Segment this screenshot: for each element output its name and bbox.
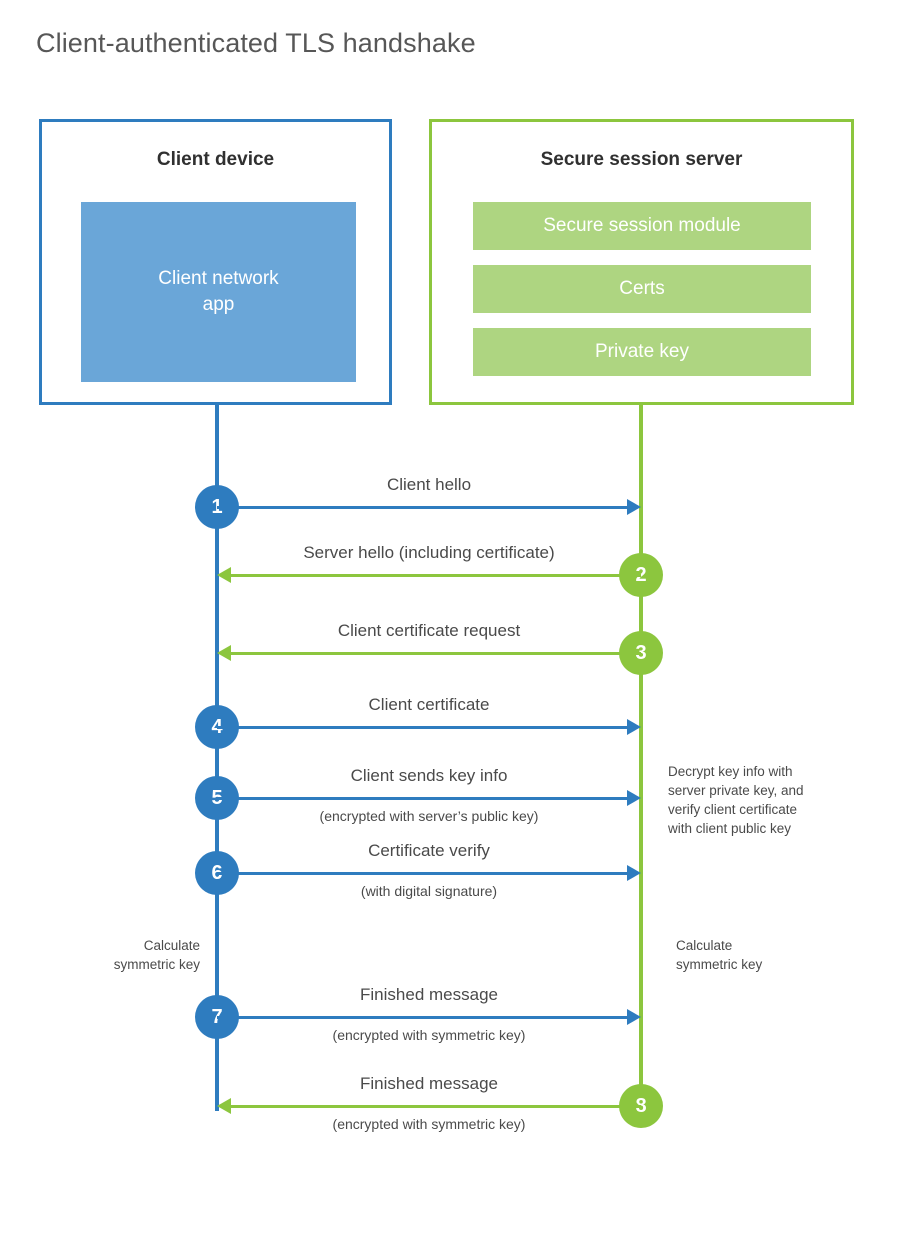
arrow-head-right-icon <box>627 719 641 735</box>
client-network-app-block: Client network app <box>81 202 356 382</box>
arrow-head-left-icon <box>217 567 231 583</box>
step-number-badge[interactable]: 8 <box>619 1084 663 1128</box>
client-device-box: Client device Client network app <box>39 119 392 405</box>
server-component-item: Private key <box>473 328 811 376</box>
message-label: Certificate verify <box>368 841 490 860</box>
message-sublabel: (encrypted with symmetric key) <box>332 1116 526 1132</box>
message-label: Finished message <box>360 1074 498 1093</box>
client-calculate-symmetric-key-note: Calculate symmetric key <box>113 938 200 973</box>
message-label: Client certificate request <box>337 621 521 640</box>
secure-session-server-title: Secure session server <box>540 149 743 170</box>
arrow-head-right-icon <box>627 1009 641 1025</box>
message-sublabel: (encrypted with server’s public key) <box>319 808 539 824</box>
page-title: Client-authenticated TLS handshake <box>36 28 476 58</box>
message-label: Client sends key info <box>350 766 508 785</box>
arrow-head-left-icon <box>217 1098 231 1114</box>
message-label: Client hello <box>386 475 472 494</box>
server-decrypt-key-info-note: Decrypt key info with server private key… <box>668 764 804 837</box>
message-arrow-line <box>217 797 629 800</box>
client-device-title: Client device <box>156 149 275 170</box>
message-arrow-line <box>217 506 629 509</box>
server-calculate-symmetric-key-note: Calculate symmetric key <box>676 938 763 973</box>
arrow-head-right-icon <box>627 865 641 881</box>
message-arrow-line <box>229 574 641 577</box>
step-number-badge[interactable]: 2 <box>619 553 663 597</box>
message-arrow-line <box>217 1016 629 1019</box>
message-arrow-line <box>217 726 629 729</box>
client-lifeline <box>215 405 219 1111</box>
arrow-head-right-icon <box>627 790 641 806</box>
message-sublabel: (encrypted with symmetric key) <box>332 1027 526 1043</box>
message-arrow-line <box>217 872 629 875</box>
message-label: Server hello (including certificate) <box>303 543 555 562</box>
message-sublabel: (with digital signature) <box>360 883 498 899</box>
arrow-head-right-icon <box>627 499 641 515</box>
arrow-head-left-icon <box>217 645 231 661</box>
message-label: Client certificate <box>368 695 490 714</box>
server-lifeline <box>639 405 643 1106</box>
server-component-item: Secure session module <box>473 202 811 250</box>
message-label: Finished message <box>360 985 498 1004</box>
server-component-item: Certs <box>473 265 811 313</box>
secure-session-server-box: Secure session server Secure session mod… <box>429 119 854 405</box>
message-arrow-line <box>229 652 641 655</box>
message-arrow-line <box>229 1105 641 1108</box>
